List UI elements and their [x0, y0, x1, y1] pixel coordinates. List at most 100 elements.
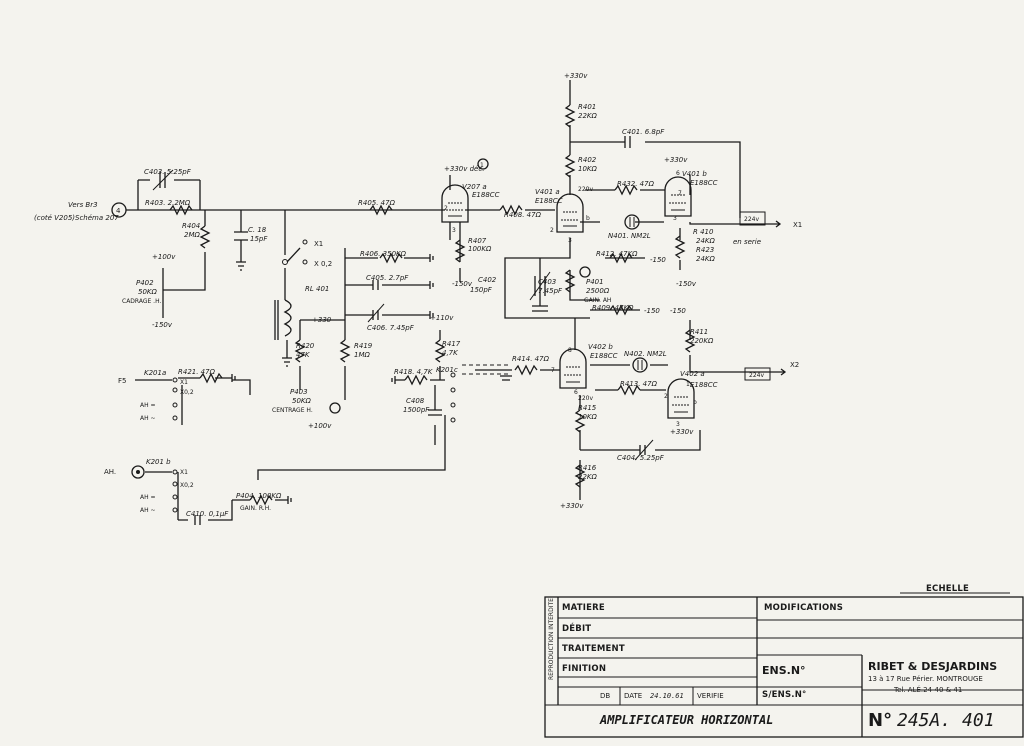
grounds	[231, 254, 512, 504]
label-r401: R401	[578, 103, 596, 111]
tube-v401b	[664, 176, 692, 217]
label-c401: C401. 6.8pF	[622, 128, 665, 136]
label-v401a-pin: 220v	[578, 186, 593, 193]
label-p401: P401	[586, 278, 604, 286]
label-k201a-x02: X0,2	[180, 389, 194, 396]
label-v207a: V207 a	[462, 183, 487, 191]
label-r419: R419	[354, 342, 373, 350]
label-r420-val: 47K	[296, 351, 311, 359]
label-v402b: V402 b	[588, 343, 613, 351]
label-v207a-type: E188CC	[472, 191, 500, 199]
label-r411: R411	[690, 328, 708, 336]
label-rl401: RL 401	[305, 285, 329, 293]
label-r404-val: 2MΩ	[184, 231, 200, 239]
label-r421: R421. 47Ω	[178, 368, 216, 376]
label-c403s: C403. 5.25pF	[144, 168, 192, 176]
capacitors	[152, 136, 654, 525]
pin-label: 3	[673, 215, 677, 222]
label-ah-eq: AH =	[140, 402, 156, 409]
label-c404: C404. 5.25pF	[617, 454, 665, 462]
net-ht-v207a: +330v déc.	[444, 165, 484, 173]
label-r417-val: 4,7K	[442, 349, 459, 357]
date-label: DATE	[624, 692, 642, 700]
switch-contacts	[172, 239, 456, 513]
matiere-label: MATIERE	[562, 603, 605, 613]
label-c403-val: 7.45pF	[538, 287, 563, 295]
label-ah-ac2: AH ~	[140, 507, 156, 514]
pin-label: 3	[676, 421, 680, 428]
pin-label: 2	[550, 227, 554, 234]
label-r403: R403. 2.2MΩ	[145, 199, 191, 207]
pin-label: 7	[678, 190, 682, 197]
net-ht-v401b: +330v	[664, 156, 688, 164]
label-r423: R423	[696, 246, 714, 254]
label-x1-sw: X1	[314, 240, 323, 248]
label-p402-name: CADRAGE .H.	[122, 298, 162, 305]
net-minus150-r410: -150v	[676, 280, 697, 288]
label-v401b: V401 b	[682, 170, 707, 178]
pin-label: 2	[664, 393, 668, 400]
label-r416-val: 22KΩ	[578, 473, 597, 481]
label-p402: P402	[136, 279, 154, 287]
label-r402: R402	[578, 156, 597, 164]
input-connector-number: 4	[116, 207, 121, 215]
label-p401-name: GAIN. AH	[584, 297, 611, 304]
label-v402a: V402 a	[680, 370, 705, 378]
relay-rl401	[274, 247, 301, 340]
label-v401a-type: E188CC	[535, 197, 563, 205]
label-f5: F5	[118, 377, 126, 385]
label-k201b: K201 b	[146, 458, 171, 466]
dessine-value: DB	[600, 692, 610, 700]
label-p403-val: 50KΩ	[292, 397, 311, 405]
input-label-1: Vers Br3	[68, 201, 98, 209]
pin-label: 6	[676, 170, 680, 177]
label-c408-val: 1500pF	[403, 406, 430, 414]
company-address: 13 à 17 Rue Périer. MONTROUGE	[868, 675, 983, 683]
net-ht-v402a: +330v	[670, 428, 694, 436]
modifications-label: MODIFICATIONS	[764, 603, 843, 613]
tube-v402b	[559, 348, 587, 389]
traitement-label: TRAITEMENT	[562, 644, 625, 654]
label-v402b-pin: 220v	[578, 395, 593, 402]
pin-label: b	[586, 215, 590, 222]
label-v402b-type: E188CC	[590, 352, 618, 360]
pin-label: 3	[452, 227, 456, 234]
net-ht-rl401: +330	[312, 316, 332, 324]
label-ah-in: AH.	[104, 468, 116, 476]
net-minus150-r412: -150	[650, 256, 666, 264]
label-r414: R414. 47Ω	[512, 355, 550, 363]
pin-label: 8	[568, 347, 572, 354]
net-plus100-p403: +100v	[308, 422, 332, 430]
pin-label: 6	[574, 389, 578, 396]
label-r415-val: 10KΩ	[578, 413, 597, 421]
company-name: RIBET & DESJARDINS	[868, 660, 997, 673]
finition-label: FINITION	[562, 664, 606, 674]
net-minus150-alt: -150	[670, 307, 686, 315]
label-r416: R416	[578, 464, 597, 472]
date-value: 24.10.61	[650, 692, 684, 700]
pin-label: 2	[444, 205, 448, 212]
label-c402-val: 150pF	[470, 286, 493, 294]
tube-v401a	[556, 193, 584, 233]
label-c406: C406. 7.45pF	[367, 324, 415, 332]
label-n402: N402. NM2L	[624, 350, 667, 358]
net-minus150-r408: -150	[644, 307, 660, 315]
label-p401-val: 2500Ω	[586, 287, 610, 295]
label-c403: C403	[538, 278, 556, 286]
label-k201b-x02: X0,2	[180, 482, 194, 489]
label-c18: C. 18	[248, 226, 267, 234]
label-n401: N401. NM2L	[608, 232, 651, 240]
repro-interdite: REPRODUCTION INTERDITE	[548, 598, 555, 680]
debit-label: DÉBIT	[562, 622, 591, 634]
wiring	[126, 80, 775, 521]
label-c410: C410. 0,1µF	[186, 510, 229, 518]
label-p404-name: GAIN. R.H.	[240, 505, 271, 512]
title-block: ECHELLE REPRODUCTION INTERDITE MATIERE D…	[544, 584, 1024, 738]
net-labels: +330v +330v +330v +330v +330v déc. 1 +33…	[152, 72, 697, 510]
label-r402-val: 10KΩ	[578, 165, 597, 173]
label-v401a: V401 a	[535, 188, 560, 196]
label-en-serie: en serie	[733, 238, 761, 246]
label-r432: R432. 47Ω	[617, 180, 655, 188]
net-plus100-p402: +100v	[152, 253, 176, 261]
